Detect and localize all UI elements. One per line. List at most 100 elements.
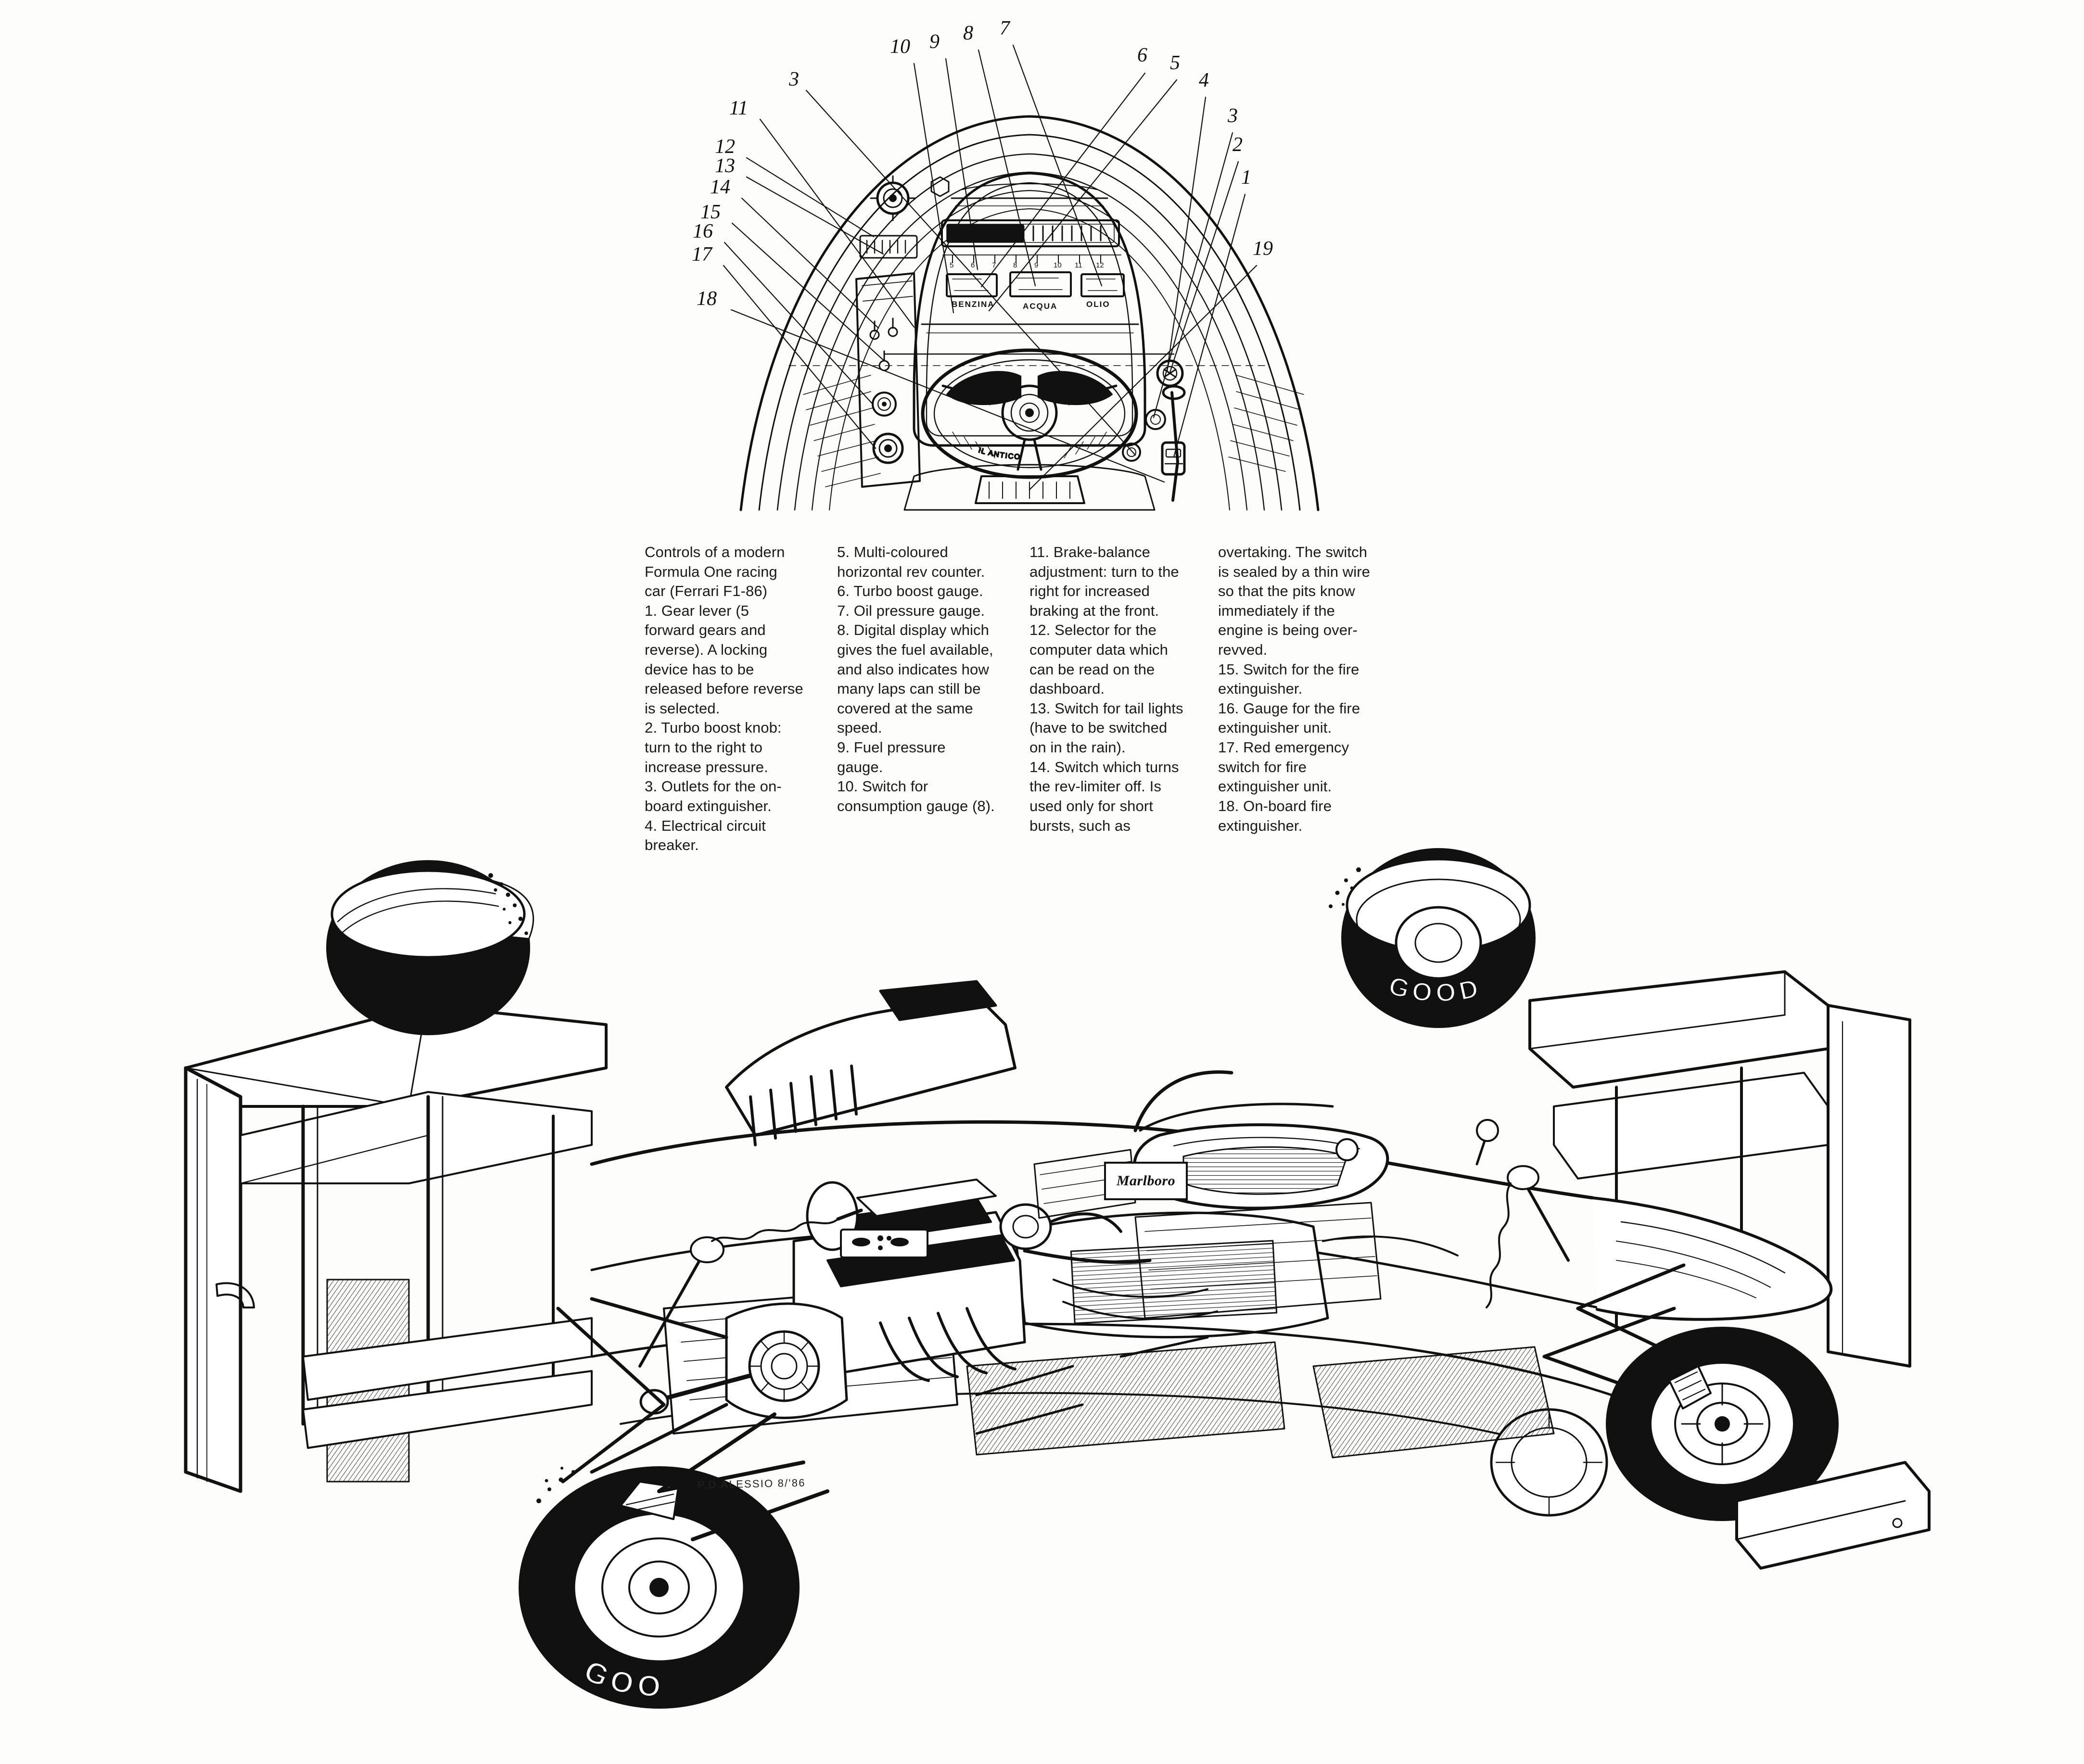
caption-line: device has to be bbox=[645, 660, 754, 678]
caption-line: covered at the same bbox=[837, 699, 973, 717]
caption-line: forward gears and bbox=[645, 622, 766, 639]
caption-line: consumption gauge (8). bbox=[837, 797, 995, 814]
caption-line: 14. Switch which turns bbox=[1029, 758, 1179, 775]
leader-number-14: 14 bbox=[710, 176, 730, 198]
caption-column-2: 5. Multi-coloured horizontal rev counter… bbox=[837, 543, 1020, 816]
leader-number-6: 6 bbox=[1137, 44, 1147, 66]
leader-number-15: 15 bbox=[700, 201, 721, 223]
caption-line: 13. Switch for tail lights bbox=[1029, 699, 1183, 717]
caption-line: extinguisher unit. bbox=[1218, 719, 1332, 736]
leader-number-2: 2 bbox=[1233, 134, 1243, 156]
caption-line: immediately if the bbox=[1218, 602, 1335, 619]
caption-line: right for increased bbox=[1029, 583, 1150, 600]
caption-line: 1. Gear lever (5 bbox=[645, 602, 749, 619]
caption-line: overtaking. The switch bbox=[1218, 544, 1368, 560]
caption-line: on in the rain). bbox=[1029, 739, 1126, 756]
leader-number-3-right: 3 bbox=[1228, 105, 1238, 127]
caption-line: computer data which bbox=[1029, 641, 1168, 659]
caption-line: increase pressure. bbox=[645, 758, 768, 775]
leader-number-13: 13 bbox=[715, 155, 735, 177]
svg-text:12: 12 bbox=[1096, 261, 1104, 269]
caption-line: 4. Electrical circuit bbox=[645, 817, 766, 834]
svg-text:IL ANTICO: IL ANTICO bbox=[978, 446, 1021, 461]
caption-line: 5. Multi-coloured bbox=[837, 544, 948, 560]
svg-text:11: 11 bbox=[1075, 261, 1082, 269]
caption-line: extinguisher. bbox=[1218, 817, 1303, 834]
caption-line: the rev-limiter off. Is bbox=[1029, 778, 1161, 795]
svg-text:5: 5 bbox=[950, 261, 953, 269]
caption-line: can be read on the bbox=[1029, 660, 1155, 678]
caption-line: is sealed by a thin wire bbox=[1218, 563, 1371, 580]
caption-line: turn to the right to bbox=[645, 739, 762, 756]
svg-text:GOOD: GOOD bbox=[1385, 971, 1486, 1008]
svg-text:8: 8 bbox=[1013, 261, 1017, 269]
caption-line: so that the pits know bbox=[1218, 583, 1355, 600]
svg-text:6: 6 bbox=[971, 261, 975, 269]
leader-number-16: 16 bbox=[693, 220, 713, 242]
caption-line: is selected. bbox=[645, 699, 720, 717]
svg-text:7: 7 bbox=[992, 261, 996, 269]
caption-line: horizontal rev counter. bbox=[837, 563, 985, 580]
leader-number-3-left: 3 bbox=[789, 68, 799, 90]
caption-line: speed. bbox=[837, 719, 882, 736]
car-cutaway-diagram: GOOD bbox=[159, 799, 1939, 1751]
caption-line: gauge. bbox=[837, 758, 883, 775]
car-linework: GOOD bbox=[184, 848, 1931, 1709]
caption-line: breaker. bbox=[645, 837, 699, 854]
caption-column-4: overtaking. The switch is sealed by a th… bbox=[1218, 543, 1401, 836]
cockpit-linework: IL ANTICO bbox=[723, 44, 1320, 511]
leader-number-10: 10 bbox=[890, 36, 910, 58]
caption-line: switch for fire bbox=[1218, 758, 1307, 775]
caption-line: 2. Turbo boost knob: bbox=[645, 719, 782, 736]
svg-text:OLIO: OLIO bbox=[1086, 300, 1110, 309]
caption-line: and also indicates how bbox=[837, 660, 989, 678]
leader-number-12: 12 bbox=[715, 136, 735, 158]
leader-number-18: 18 bbox=[697, 288, 717, 310]
leader-number-9: 9 bbox=[929, 31, 940, 53]
leader-number-4: 4 bbox=[1199, 69, 1209, 91]
caption-column-1: Controls of a modern Formula One racing … bbox=[645, 543, 827, 855]
caption-line: Controls of a modern bbox=[645, 544, 785, 560]
leader-number-1: 1 bbox=[1241, 166, 1251, 189]
caption-line: used only for short bbox=[1029, 797, 1153, 814]
caption-line: 9. Fuel pressure bbox=[837, 739, 946, 756]
caption-column-3: 11. Brake-balance adjustment: turn to th… bbox=[1029, 543, 1212, 836]
caption-line: revved. bbox=[1218, 641, 1268, 659]
caption-line: Formula One racing bbox=[645, 563, 777, 580]
svg-text:9: 9 bbox=[1034, 261, 1038, 269]
caption-line: bursts, such as bbox=[1029, 817, 1131, 834]
caption-line: many laps can still be bbox=[837, 680, 981, 698]
caption-line: adjustment: turn to the bbox=[1029, 563, 1179, 580]
caption-line: 16. Gauge for the fire bbox=[1218, 699, 1360, 717]
caption-line: 18. On-board fire bbox=[1218, 797, 1332, 814]
caption-line: reverse). A locking bbox=[645, 641, 768, 659]
caption-line: 6. Turbo boost gauge. bbox=[837, 583, 983, 600]
caption-line: 3. Outlets for the on- bbox=[645, 778, 782, 795]
caption-line: 15. Switch for the fire bbox=[1218, 660, 1360, 678]
caption-line: engine is being over- bbox=[1218, 622, 1358, 639]
caption-block: Controls of a modern Formula One racing … bbox=[645, 543, 1434, 853]
leader-number-17: 17 bbox=[692, 243, 712, 266]
svg-text:BENZINA: BENZINA bbox=[952, 300, 995, 309]
caption-line: 17. Red emergency bbox=[1218, 739, 1349, 756]
svg-text:10: 10 bbox=[1054, 261, 1062, 269]
leader-number-7: 7 bbox=[1000, 17, 1010, 39]
caption-line: extinguisher unit. bbox=[1218, 778, 1332, 795]
caption-line: extinguisher. bbox=[1218, 680, 1303, 698]
caption-line: 8. Digital display which bbox=[837, 622, 989, 639]
caption-line: 12. Selector for the bbox=[1029, 622, 1156, 639]
caption-line: 7. Oil pressure gauge. bbox=[837, 602, 985, 619]
artist-signature: P.D.ALESSIO 8/'86 bbox=[697, 1476, 806, 1491]
sponsor-logo-text: Marlboro bbox=[1116, 1173, 1176, 1189]
caption-line: released before reverse bbox=[645, 680, 803, 698]
caption-line: gives the fuel available, bbox=[837, 641, 993, 659]
caption-line: board extinguisher. bbox=[645, 797, 772, 814]
cockpit-diagram: IL ANTICO bbox=[645, 18, 1462, 520]
caption-line: dashboard. bbox=[1029, 680, 1105, 698]
svg-text:ACQUA: ACQUA bbox=[1023, 302, 1057, 311]
sponsor-logo-box: Marlboro bbox=[1104, 1162, 1188, 1200]
leader-number-11: 11 bbox=[729, 97, 748, 119]
caption-line: (have to be switched bbox=[1029, 719, 1168, 736]
caption-line: braking at the front. bbox=[1029, 602, 1159, 619]
